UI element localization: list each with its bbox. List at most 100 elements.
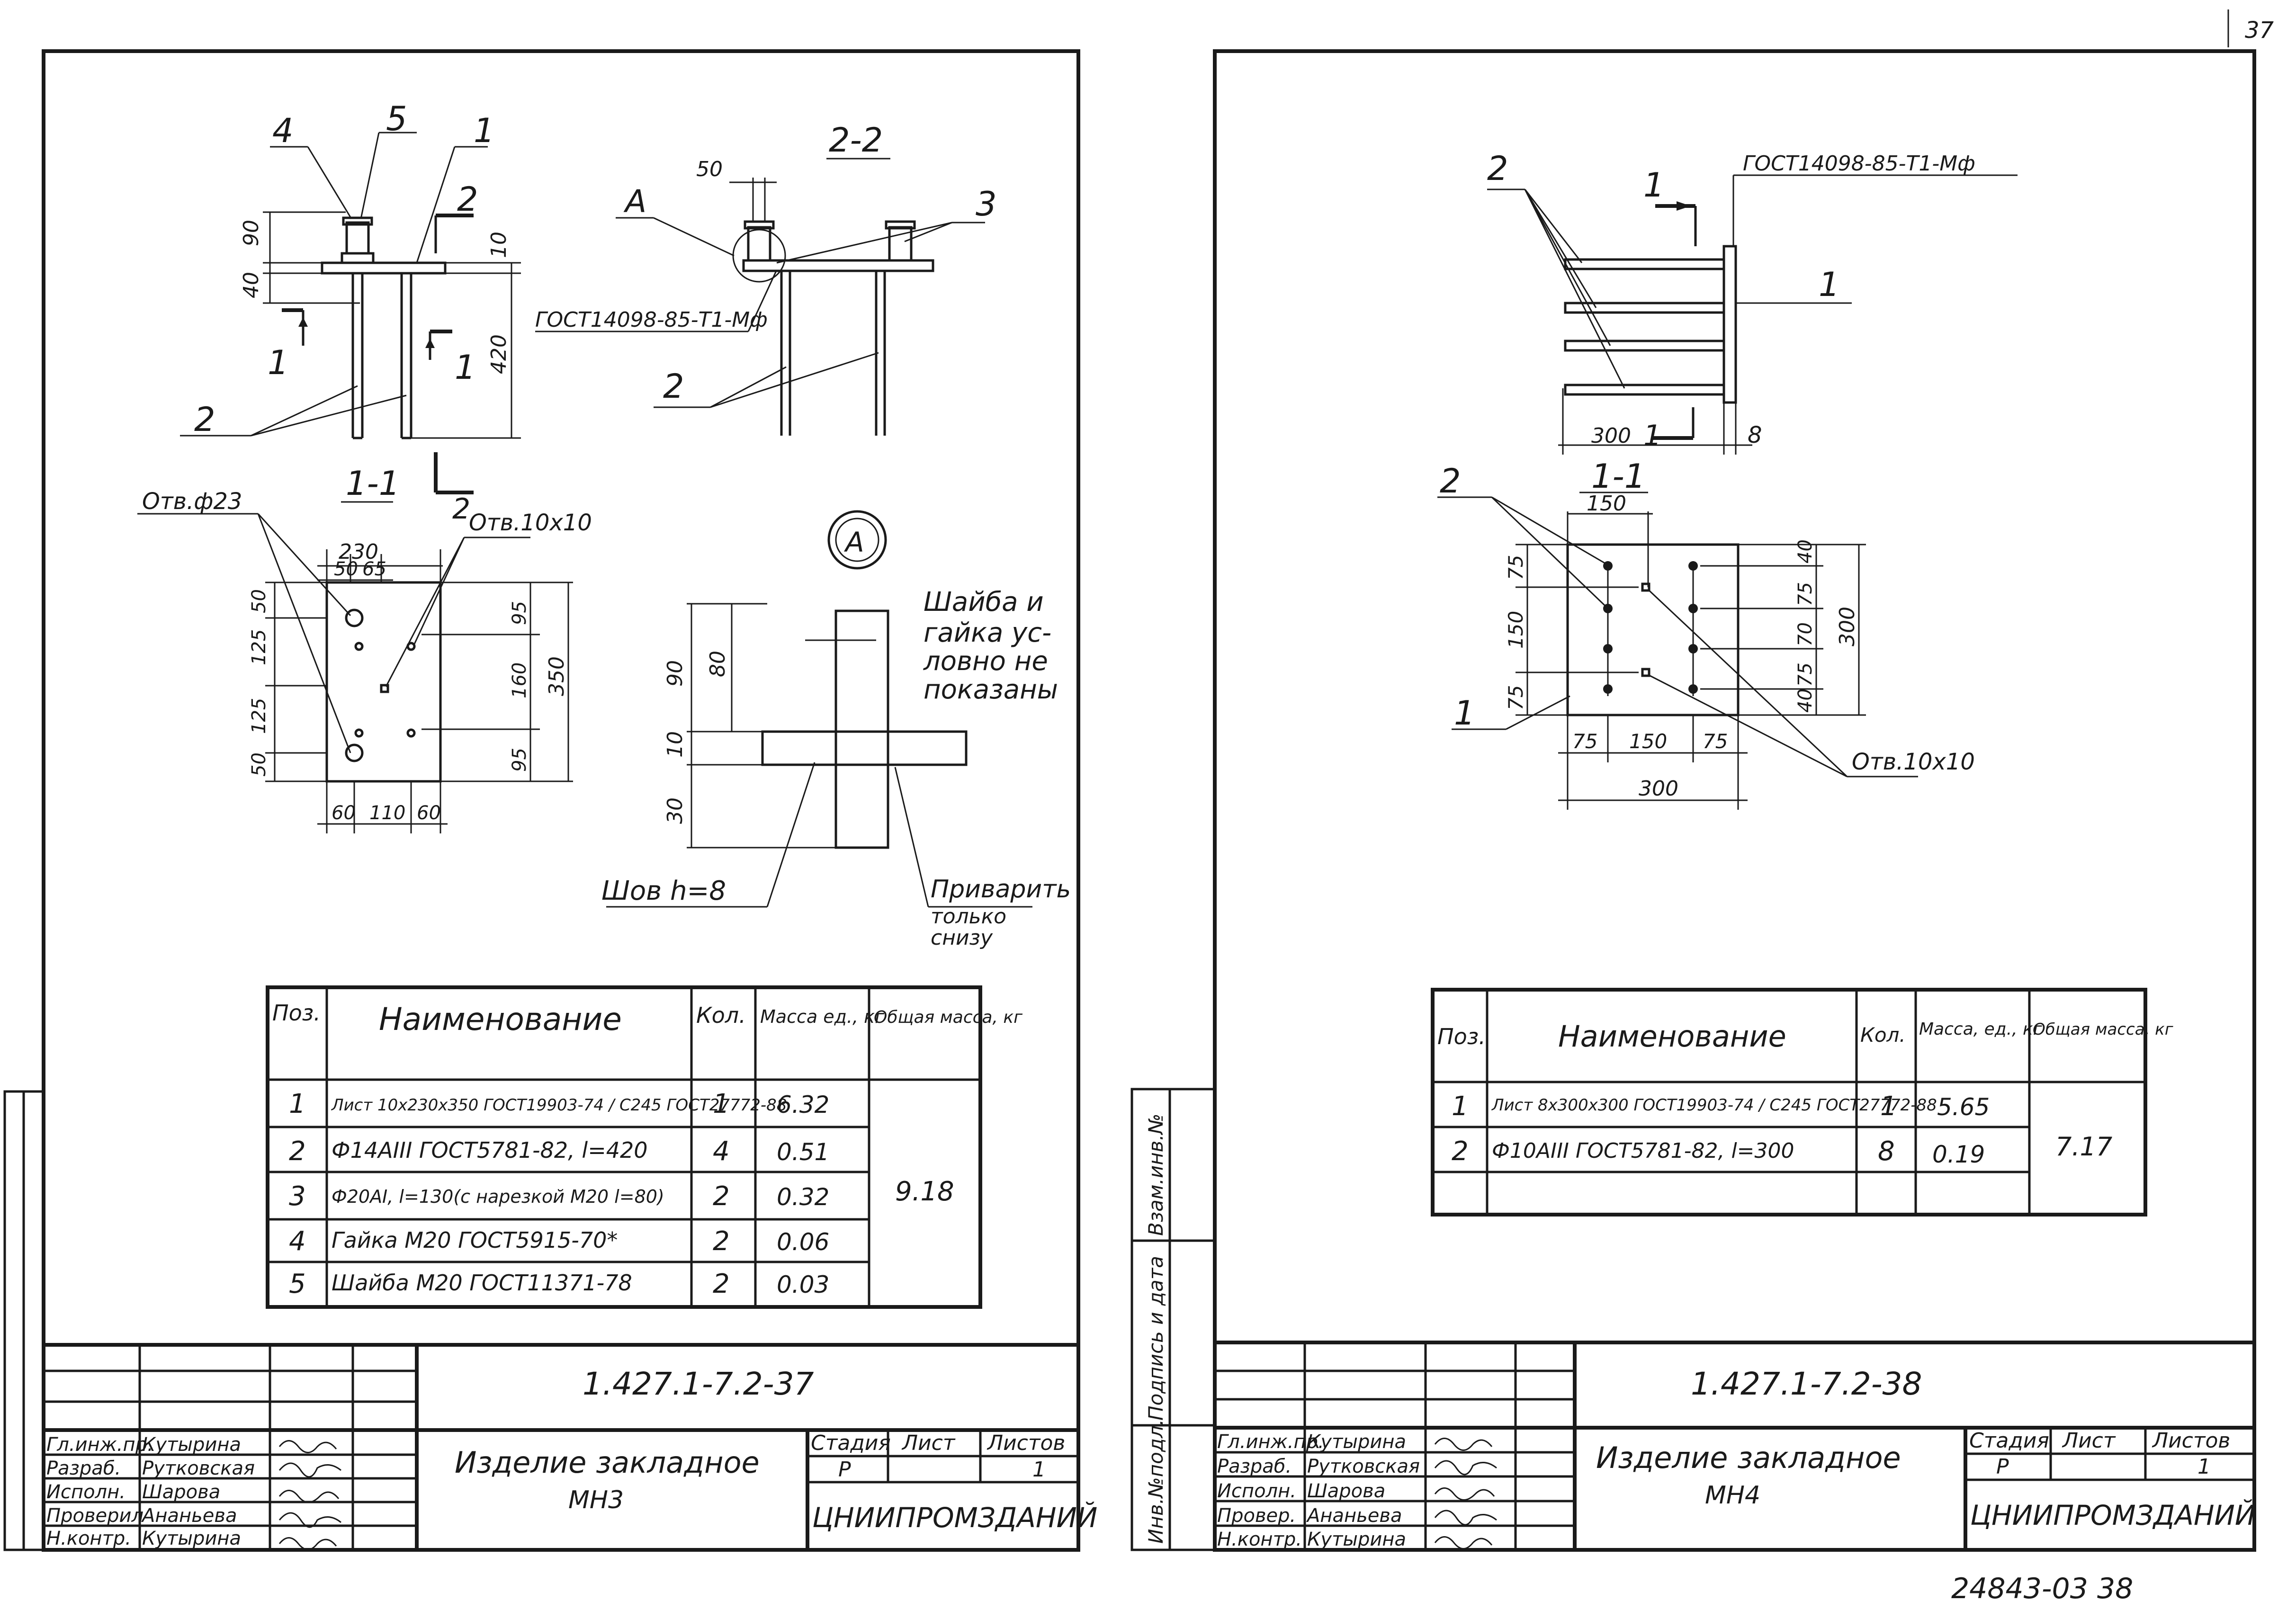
section-2-2-view (535, 158, 985, 436)
left-total-mass: 9.18 (895, 1176, 954, 1207)
right-section-mark-top: 1 (1643, 166, 1665, 205)
dim-80: 80 (706, 651, 730, 677)
left-signatures (278, 1440, 341, 1550)
left-row2-name: Ф14АIII ГОСТ5781-82, l=420 (332, 1137, 648, 1163)
left-title-block (44, 1343, 1078, 1550)
right-row2-name: Ф10АIII ГОСТ5781-82, l=300 (1492, 1139, 1794, 1163)
callout-a-2-2: А (623, 183, 646, 220)
callout-4: 4 (272, 111, 294, 150)
callout-1: 1 (474, 111, 495, 150)
left-row1-mass: 6.32 (777, 1091, 829, 1118)
right-role-4: Провер. (1217, 1505, 1296, 1527)
dim-125-b: 125 (248, 698, 270, 734)
left-table-header-name: Наименование (379, 1001, 622, 1038)
dim-95-bottom: 95 (509, 748, 530, 772)
right-dim-300-bottom: 300 (1639, 777, 1678, 801)
left-row5-qty: 2 (713, 1269, 730, 1299)
left-row1-pos: 1 (289, 1089, 306, 1119)
dim-50-plan-left-bottom: 50 (248, 752, 270, 777)
right-stage-label: Стадия (1969, 1429, 2049, 1453)
weld-note-line-2: только (931, 904, 1006, 929)
right-sheet-frame (1213, 49, 2256, 1552)
right-callout-2-front: 2 (1487, 149, 1508, 188)
note-washer-line-3: ловно не (923, 646, 1048, 677)
right-table-header-mass: Масса, ед., кг (1919, 1020, 2043, 1039)
note-washer-line-1: Шайба и (924, 587, 1044, 617)
left-name-2: Рутковская (142, 1458, 255, 1479)
hole-square-label-left: Отв.10х10 (469, 510, 592, 536)
left-table-header-total: Общая масса, кг (874, 1008, 1023, 1027)
dim-50-plan-top: 50 (334, 558, 358, 580)
left-row2-pos: 2 (289, 1136, 306, 1167)
right-section-1-1-title: 1-1 (1591, 457, 1645, 496)
left-row1-name: Лист 10х230х350 ГОСТ19903-74 / С245 ГОСТ… (331, 1096, 787, 1115)
right-name-5: Кутырина (1307, 1529, 1406, 1550)
dim-10-detail: 10 (663, 731, 687, 758)
left-row3-mass: 0.32 (777, 1183, 829, 1211)
callout-3: 3 (976, 185, 997, 224)
gost-note-left: ГОСТ14098-85-Т1-Мф (535, 308, 768, 332)
right-spec-table (1431, 988, 2147, 1216)
dim-90-detail: 90 (663, 660, 687, 687)
dim-110: 110 (369, 802, 405, 824)
left-role-4: Проверил (46, 1505, 144, 1527)
right-dim-75-bottom-left: 75 (1572, 730, 1597, 753)
right-role-5: Н.контр. (1217, 1529, 1302, 1550)
right-row2-pos: 2 (1452, 1136, 1469, 1167)
right-name-4: Ананьева (1306, 1505, 1402, 1527)
right-dim-75-left-top: 75 (1504, 555, 1527, 580)
left-row3-qty: 2 (713, 1181, 730, 1212)
left-sheet-frame (42, 49, 1080, 1552)
left-sheet-label: Лист (901, 1431, 956, 1455)
dim-350: 350 (545, 656, 569, 696)
right-section-1-1-plan (1437, 492, 1918, 810)
right-dim-300-front: 300 (1591, 424, 1631, 448)
right-callout-1-front: 1 (1819, 265, 1840, 304)
left-table-header-pos: Поз. (272, 1000, 321, 1026)
weld-seam-label: Шов h=8 (601, 876, 726, 906)
left-row5-mass: 0.03 (777, 1271, 829, 1298)
right-dim-150-left: 150 (1504, 611, 1527, 649)
left-row4-mass: 0.06 (777, 1228, 829, 1256)
right-dim-150-bottom: 150 (1629, 730, 1667, 753)
left-sheets-value: 1 (1032, 1458, 1046, 1482)
section-1-1-title-left: 1-1 (346, 464, 400, 503)
corner-page-number: 37 (2245, 17, 2274, 44)
right-dim-40-bottom: 40 (1794, 689, 1816, 713)
left-role-5: Н.контр. (46, 1528, 131, 1549)
right-role-3: Испoлн. (1217, 1480, 1296, 1502)
callout-5: 5 (386, 99, 407, 138)
section-mark-1-left: 1 (268, 343, 289, 382)
left-name-1: Кутырина (142, 1434, 241, 1456)
right-name-3: Шарова (1307, 1480, 1385, 1502)
right-callout-1-plan: 1 (1454, 694, 1475, 733)
left-table-header-qty: Кол. (696, 1002, 746, 1028)
stamp-label-inv: Инв.№подл. (1144, 1419, 1167, 1544)
left-doc-code: 1.427.1-7.2-37 (583, 1366, 814, 1402)
right-row2-qty: 8 (1878, 1136, 1895, 1167)
left-role-3: Испoлн. (46, 1481, 126, 1503)
section-mark-2-top: 2 (457, 180, 478, 219)
section-2-2-title: 2-2 (829, 121, 883, 160)
callout-2-front: 2 (194, 400, 215, 439)
dim-60-right: 60 (417, 802, 441, 824)
right-role-2: Разраб. (1217, 1456, 1292, 1477)
right-hole-square-label: Отв.10х10 (1852, 749, 1975, 775)
right-row1-name: Лист 8х300х300 ГОСТ19903-74 / С245 ГОСТ2… (1491, 1096, 1937, 1115)
note-washer-line-4: показаны (924, 674, 1058, 705)
dim-50-plan-left-top: 50 (248, 589, 270, 613)
right-item-name: Изделие закладное (1596, 1440, 1901, 1475)
left-item-name: Изделие закладное (455, 1445, 760, 1480)
right-sheets-label: Листов (2152, 1429, 2230, 1453)
right-row1-qty: 1 (1880, 1091, 1897, 1122)
right-dim-70: 70 (1794, 622, 1816, 646)
right-dim-75-left-bottom: 75 (1504, 685, 1527, 710)
right-table-header-name: Наименование (1558, 1019, 1786, 1054)
right-dim-75-bottom-right: 75 (1703, 730, 1728, 753)
right-dim-75-right-top: 75 (1794, 582, 1816, 606)
right-front-view (1487, 174, 2018, 455)
dim-95-top: 95 (509, 601, 530, 625)
right-sheets-value: 1 (2197, 1455, 2211, 1479)
right-doc-code: 1.427.1-7.2-38 (1691, 1366, 1922, 1402)
right-total-mass: 7.17 (2055, 1132, 2112, 1162)
